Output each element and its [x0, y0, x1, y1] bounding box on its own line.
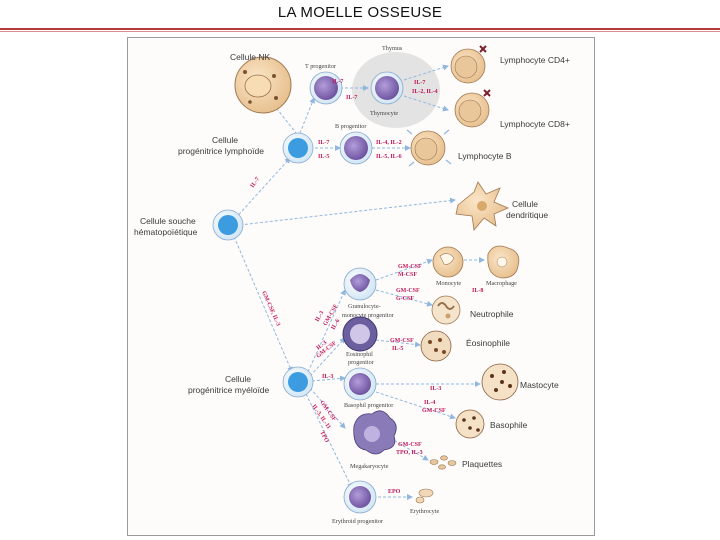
b-progenitor-cell [339, 131, 373, 165]
cytokine-g-csf: G-CSF [396, 296, 414, 302]
label-eos-progenitor-2: progenitor [348, 359, 374, 366]
label-lymphoid-progenitor-1: Cellule [212, 135, 238, 145]
erythroid-progenitor-cell [343, 480, 377, 514]
mastocyte-cell [481, 363, 519, 401]
label-b-lymphocyte: Lymphocyte B [458, 151, 512, 161]
label-lymphoid-progenitor-2: progénitrice lymphoïde [178, 146, 264, 156]
cytokine-il5-eo: IL-5 [392, 346, 403, 352]
label-dendritic-2: dendritique [506, 210, 548, 220]
label-t-progenitor: T progenitor [305, 63, 336, 70]
label-gm-progenitor-2: monocyte progenitor [342, 312, 394, 319]
cytokine-il2-il4: IL-2, IL-4 [412, 89, 438, 95]
cytokine-il4-baso: IL-4 [424, 400, 435, 406]
label-plaquettes: Plaquettes [462, 459, 502, 469]
label-nk: Cellule NK [230, 52, 270, 62]
gm-progenitor-cell [343, 267, 377, 301]
label-cd8: Lymphocyte CD8+ [500, 119, 570, 129]
cytokine-il7-b: IL-7 [318, 140, 329, 146]
erythrocyte-cell [415, 488, 434, 504]
label-neutrophile: Neutrophile [470, 309, 514, 319]
cytokine-il3-gm-3: IL-6 [331, 318, 342, 331]
b-lymphocyte-cell [406, 129, 452, 167]
cytokine-epo: EPO [388, 489, 401, 495]
cytokine-gm-csf-g: GM-CSF [396, 288, 420, 294]
cytokine-il3-gm-1: IL-3 [315, 310, 326, 323]
label-monocyte: Monocyte [436, 280, 461, 287]
label-cd4: Lymphocyte CD4+ [500, 55, 570, 65]
cytokine-il3-eo: IL-3 [316, 340, 329, 352]
cytokine-il7-thymocyte: IL-7 [346, 95, 357, 101]
label-erythroid-progenitor: Erythroid progenitor [332, 518, 383, 525]
basophil-cell [455, 409, 485, 439]
title-divider-thin [0, 31, 720, 32]
cytokine-il7-thymocyte-2: IL-7 [414, 80, 425, 86]
label-basophile: Basophile [490, 420, 528, 430]
label-stem-2: hématopoïétique [134, 227, 198, 237]
slide-title: LA MOELLE OSSEUSE [277, 4, 443, 21]
cd8-lymphocyte [454, 89, 491, 128]
cytokine-il5-il6: IL-5, IL-6 [376, 154, 402, 160]
cd4-lymphocyte [450, 45, 487, 84]
label-thymus: Thymus [382, 45, 403, 52]
label-thymocyte: Thymocyte [370, 110, 398, 117]
thymocyte-cell [370, 71, 404, 105]
cytokine-il3-baso: IL-3 [430, 386, 441, 392]
label-b-progenitor: B progenitor [335, 123, 366, 130]
cytokine-il4-il2: IL-4, IL-2 [376, 140, 402, 146]
label-dendritic-1: Cellule [512, 199, 538, 209]
label-eosinophile: Éosinophile [466, 338, 510, 348]
label-macrophage: Macrophage [486, 280, 517, 287]
label-eos-progenitor-1: Eosinophil [346, 351, 373, 358]
cytokine-tpo-il3: TPO, IL-3 [396, 450, 423, 456]
macrophage-cell [487, 245, 520, 279]
cytokine-il7-stem: IL-7 [250, 176, 261, 189]
cytokine-tpo-mk: TPO [318, 430, 329, 444]
platelets [429, 455, 457, 470]
neutrophil-cell [431, 295, 461, 325]
lymphoid-progenitor-cell [282, 132, 314, 164]
label-myeloid-progenitor-1: Cellule [225, 374, 251, 384]
label-megakaryocyte: Megakaryocyte [350, 463, 389, 470]
cytokine-gm-csf-plt: GM-CSF [398, 442, 422, 448]
label-stem-1: Cellule souche [140, 216, 196, 226]
label-myeloid-progenitor-2: progénitrice myéloïde [188, 385, 270, 395]
eosinophil-progenitor-cell [342, 316, 378, 352]
cytokine-il8: IL-8 [472, 288, 483, 294]
cytokine-m-csf: M-CSF [398, 272, 417, 278]
title-divider [0, 28, 720, 30]
cytokine-il5-b: IL-5 [318, 154, 329, 160]
label-erythrocyte: Erythrocyte [410, 508, 439, 515]
monocyte-cell [432, 246, 464, 278]
cytokine-gm-m-csf: GM-CSF [398, 264, 422, 270]
myeloid-progenitor-cell [282, 366, 314, 398]
megakaryocyte-cell [353, 410, 397, 455]
cytokine-il3-mast: IL-3 [322, 374, 333, 380]
cytokine-gm-csf-eo: GM-CSF [390, 338, 414, 344]
cytokine-il7-t: IL-7 [332, 79, 343, 85]
eosinophil-cell [420, 330, 452, 362]
label-gm-progenitor-1: Granulocyte- [348, 303, 381, 310]
label-mastocyte: Mastocyte [520, 380, 559, 390]
basophil-progenitor-cell [343, 367, 377, 401]
stem-cell [212, 209, 244, 241]
cytokine-gm-csf-baso: GM-CSF [422, 408, 446, 414]
t-progenitor-cell [309, 71, 343, 105]
nk-cell [234, 56, 292, 114]
dendritic-cell [455, 181, 510, 231]
label-basophil-progenitor: Basophil progenitor [344, 402, 393, 409]
